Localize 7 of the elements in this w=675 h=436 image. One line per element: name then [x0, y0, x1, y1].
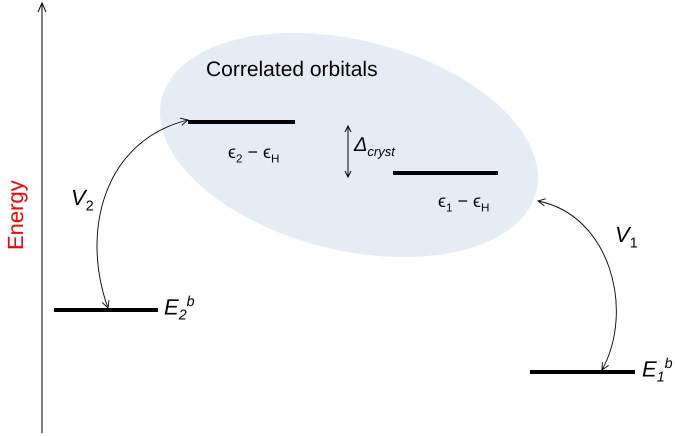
group-title: Correlated orbitals: [206, 58, 378, 82]
coupling-arrow: [538, 199, 617, 370]
gap-label: Δ$_{cryst}$: [354, 134, 395, 159]
coupling-arrow: [96, 118, 188, 308]
energy-level-label: ϵ$_{2}$ − ϵ$_{H}$: [228, 142, 280, 166]
energy-level-label: ϵ$_{1}$ − ϵ$_{H}$: [438, 191, 490, 215]
axis-label: Energy: [3, 180, 29, 250]
